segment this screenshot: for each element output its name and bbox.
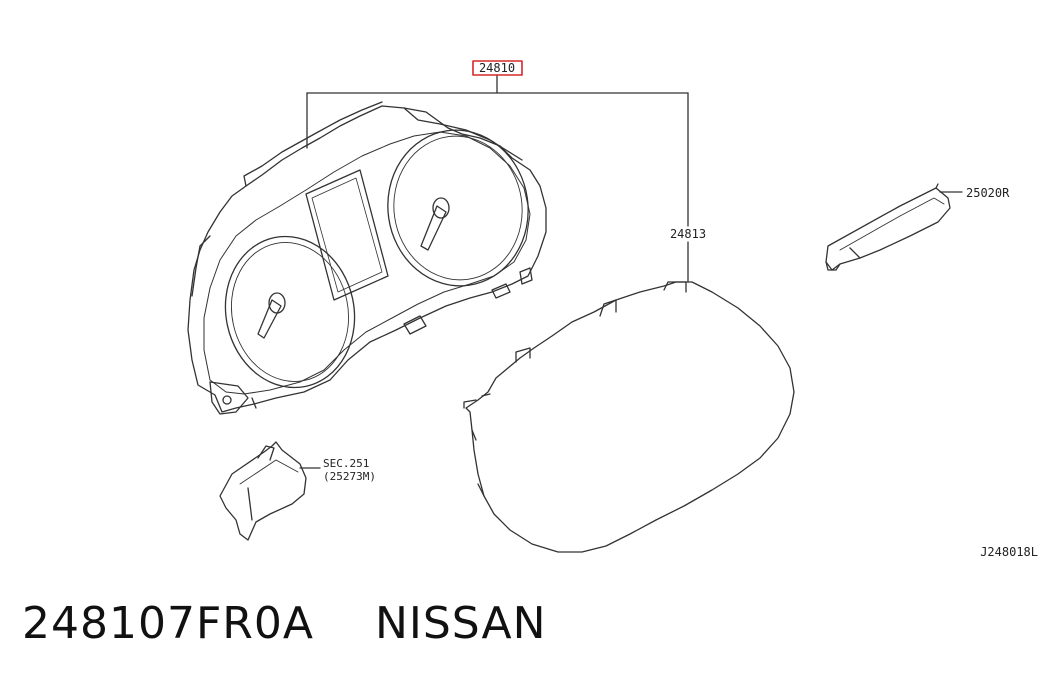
part-caption: 248107FR0A NISSAN: [22, 598, 547, 649]
section-ref-label: SEC.251: [323, 457, 369, 470]
brand-name: NISSAN: [374, 598, 547, 649]
main-part-label: 24810: [479, 61, 515, 75]
right-switch-drawing: [825, 183, 963, 271]
lens-cover-drawing: [463, 281, 795, 553]
lens-part-label: 24813: [670, 227, 706, 241]
instrument-cluster-drawing: [187, 101, 547, 415]
part-number: 248107FR0A: [22, 598, 314, 649]
section-switch-drawing: [219, 441, 321, 541]
section-part-label: (25273M): [323, 470, 376, 483]
drawing-id-label: J248018L: [980, 545, 1038, 559]
main-callout-leader: [306, 74, 689, 283]
switch-right-label: 25020R: [966, 186, 1010, 200]
main-part-highlight-box: [472, 60, 523, 76]
